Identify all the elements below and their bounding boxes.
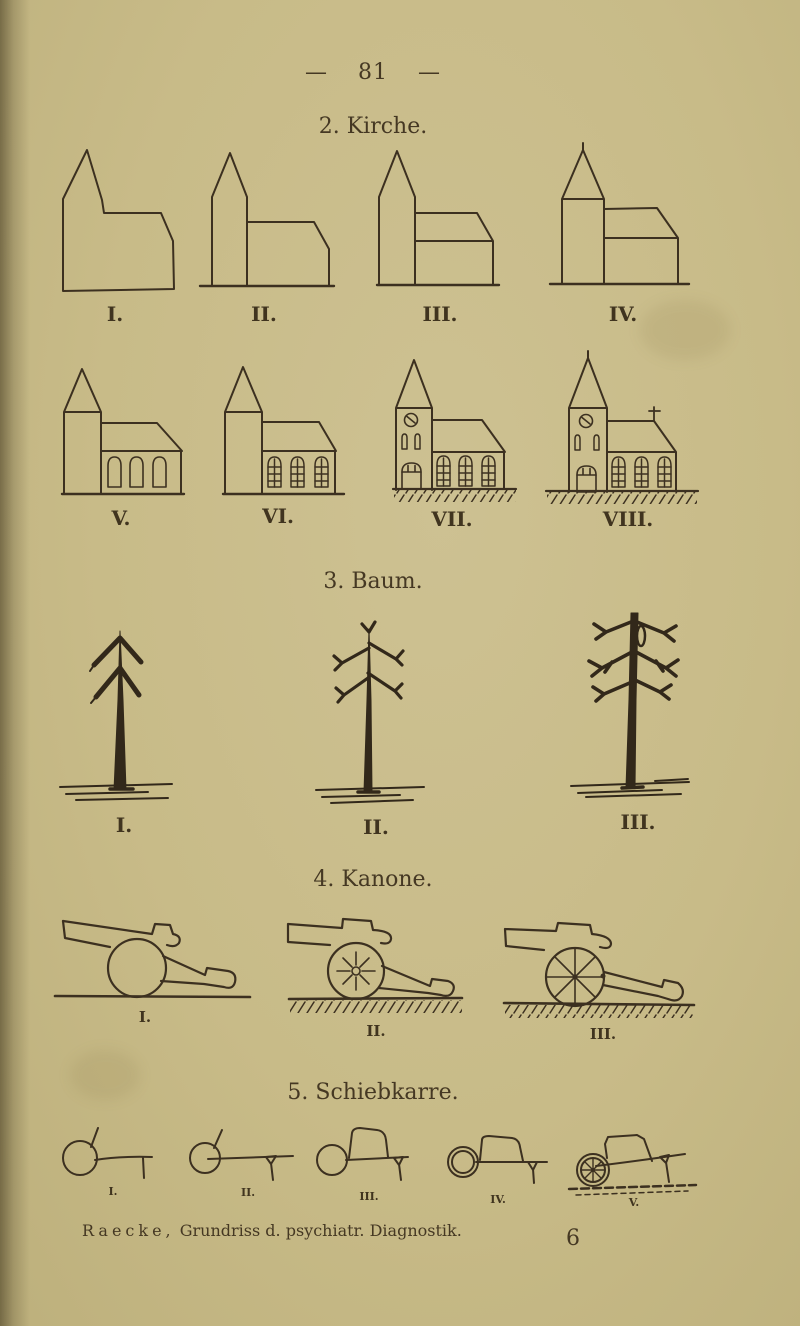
footer-reference: Raecke, Grundriss d. psychiatr. Diagnost… (82, 1221, 462, 1240)
paper-stain (70, 1050, 140, 1100)
wheelbarrow-drawing-3 (316, 1127, 409, 1181)
church-label-8: VIII. (602, 507, 654, 531)
section-title-schiebkarre: 5. Schiebkarre. (287, 1080, 459, 1105)
sheet-signature: 6 (566, 1226, 580, 1251)
church-label-3: III. (422, 302, 458, 326)
church-drawing-1 (62, 149, 175, 292)
church-label-6: VI. (262, 504, 294, 528)
church-drawing-5 (60, 368, 186, 496)
wheelbarrow-label-1: I. (108, 1185, 118, 1198)
church-label-5: V. (111, 506, 131, 530)
church-drawing-7 (391, 359, 518, 502)
church-drawing-4 (548, 142, 691, 286)
cannon-drawing-1 (53, 919, 252, 999)
wheelbarrow-label-4: IV. (490, 1193, 506, 1206)
tree-drawing-1 (59, 630, 173, 801)
church-label-1: I. (106, 302, 124, 326)
footer-author: Raecke, (82, 1221, 175, 1240)
wheelbarrow-drawing-2 (189, 1129, 294, 1181)
header-dash-left: — (305, 60, 328, 85)
church-drawing-2 (198, 152, 336, 288)
section-title-kirche: 2. Kirche. (318, 114, 428, 139)
church-label-4: IV. (608, 302, 638, 326)
wheelbarrow-drawing-5 (567, 1134, 698, 1196)
tree-drawing-2 (315, 620, 425, 804)
church-label-2: II. (251, 302, 277, 326)
paper-stain (640, 300, 730, 360)
cannon-label-1: I. (138, 1008, 152, 1026)
church-label-7: VII. (431, 507, 473, 531)
church-drawing-8 (544, 350, 700, 504)
page-header: — 81 — (0, 60, 746, 85)
cannon-drawing-3 (502, 921, 696, 1018)
header-dash-right: — (418, 60, 441, 85)
cannon-drawing-2 (286, 917, 464, 1013)
church-drawing-6 (221, 366, 346, 496)
wheelbarrow-drawing-4 (447, 1135, 548, 1184)
cannon-label-2: II. (366, 1022, 386, 1040)
church-drawing-3 (375, 150, 501, 287)
wheelbarrow-drawing-1 (62, 1127, 153, 1179)
tree-drawing-3 (570, 612, 690, 798)
wheelbarrow-label-5: V. (628, 1196, 640, 1209)
section-title-baum: 3. Baum. (323, 569, 423, 594)
wheelbarrow-label-3: III. (359, 1190, 379, 1203)
tree-label-3: III. (620, 810, 656, 834)
tree-label-1: I. (115, 813, 133, 837)
cannon-label-3: III. (589, 1025, 617, 1043)
page-number: 81 (358, 60, 388, 85)
footer-title: Grundriss d. psychiatr. Diagnostik. (174, 1221, 462, 1240)
section-title-kanone: 4. Kanone. (313, 867, 433, 892)
wheelbarrow-label-2: II. (240, 1186, 256, 1199)
tree-label-2: II. (363, 815, 389, 839)
